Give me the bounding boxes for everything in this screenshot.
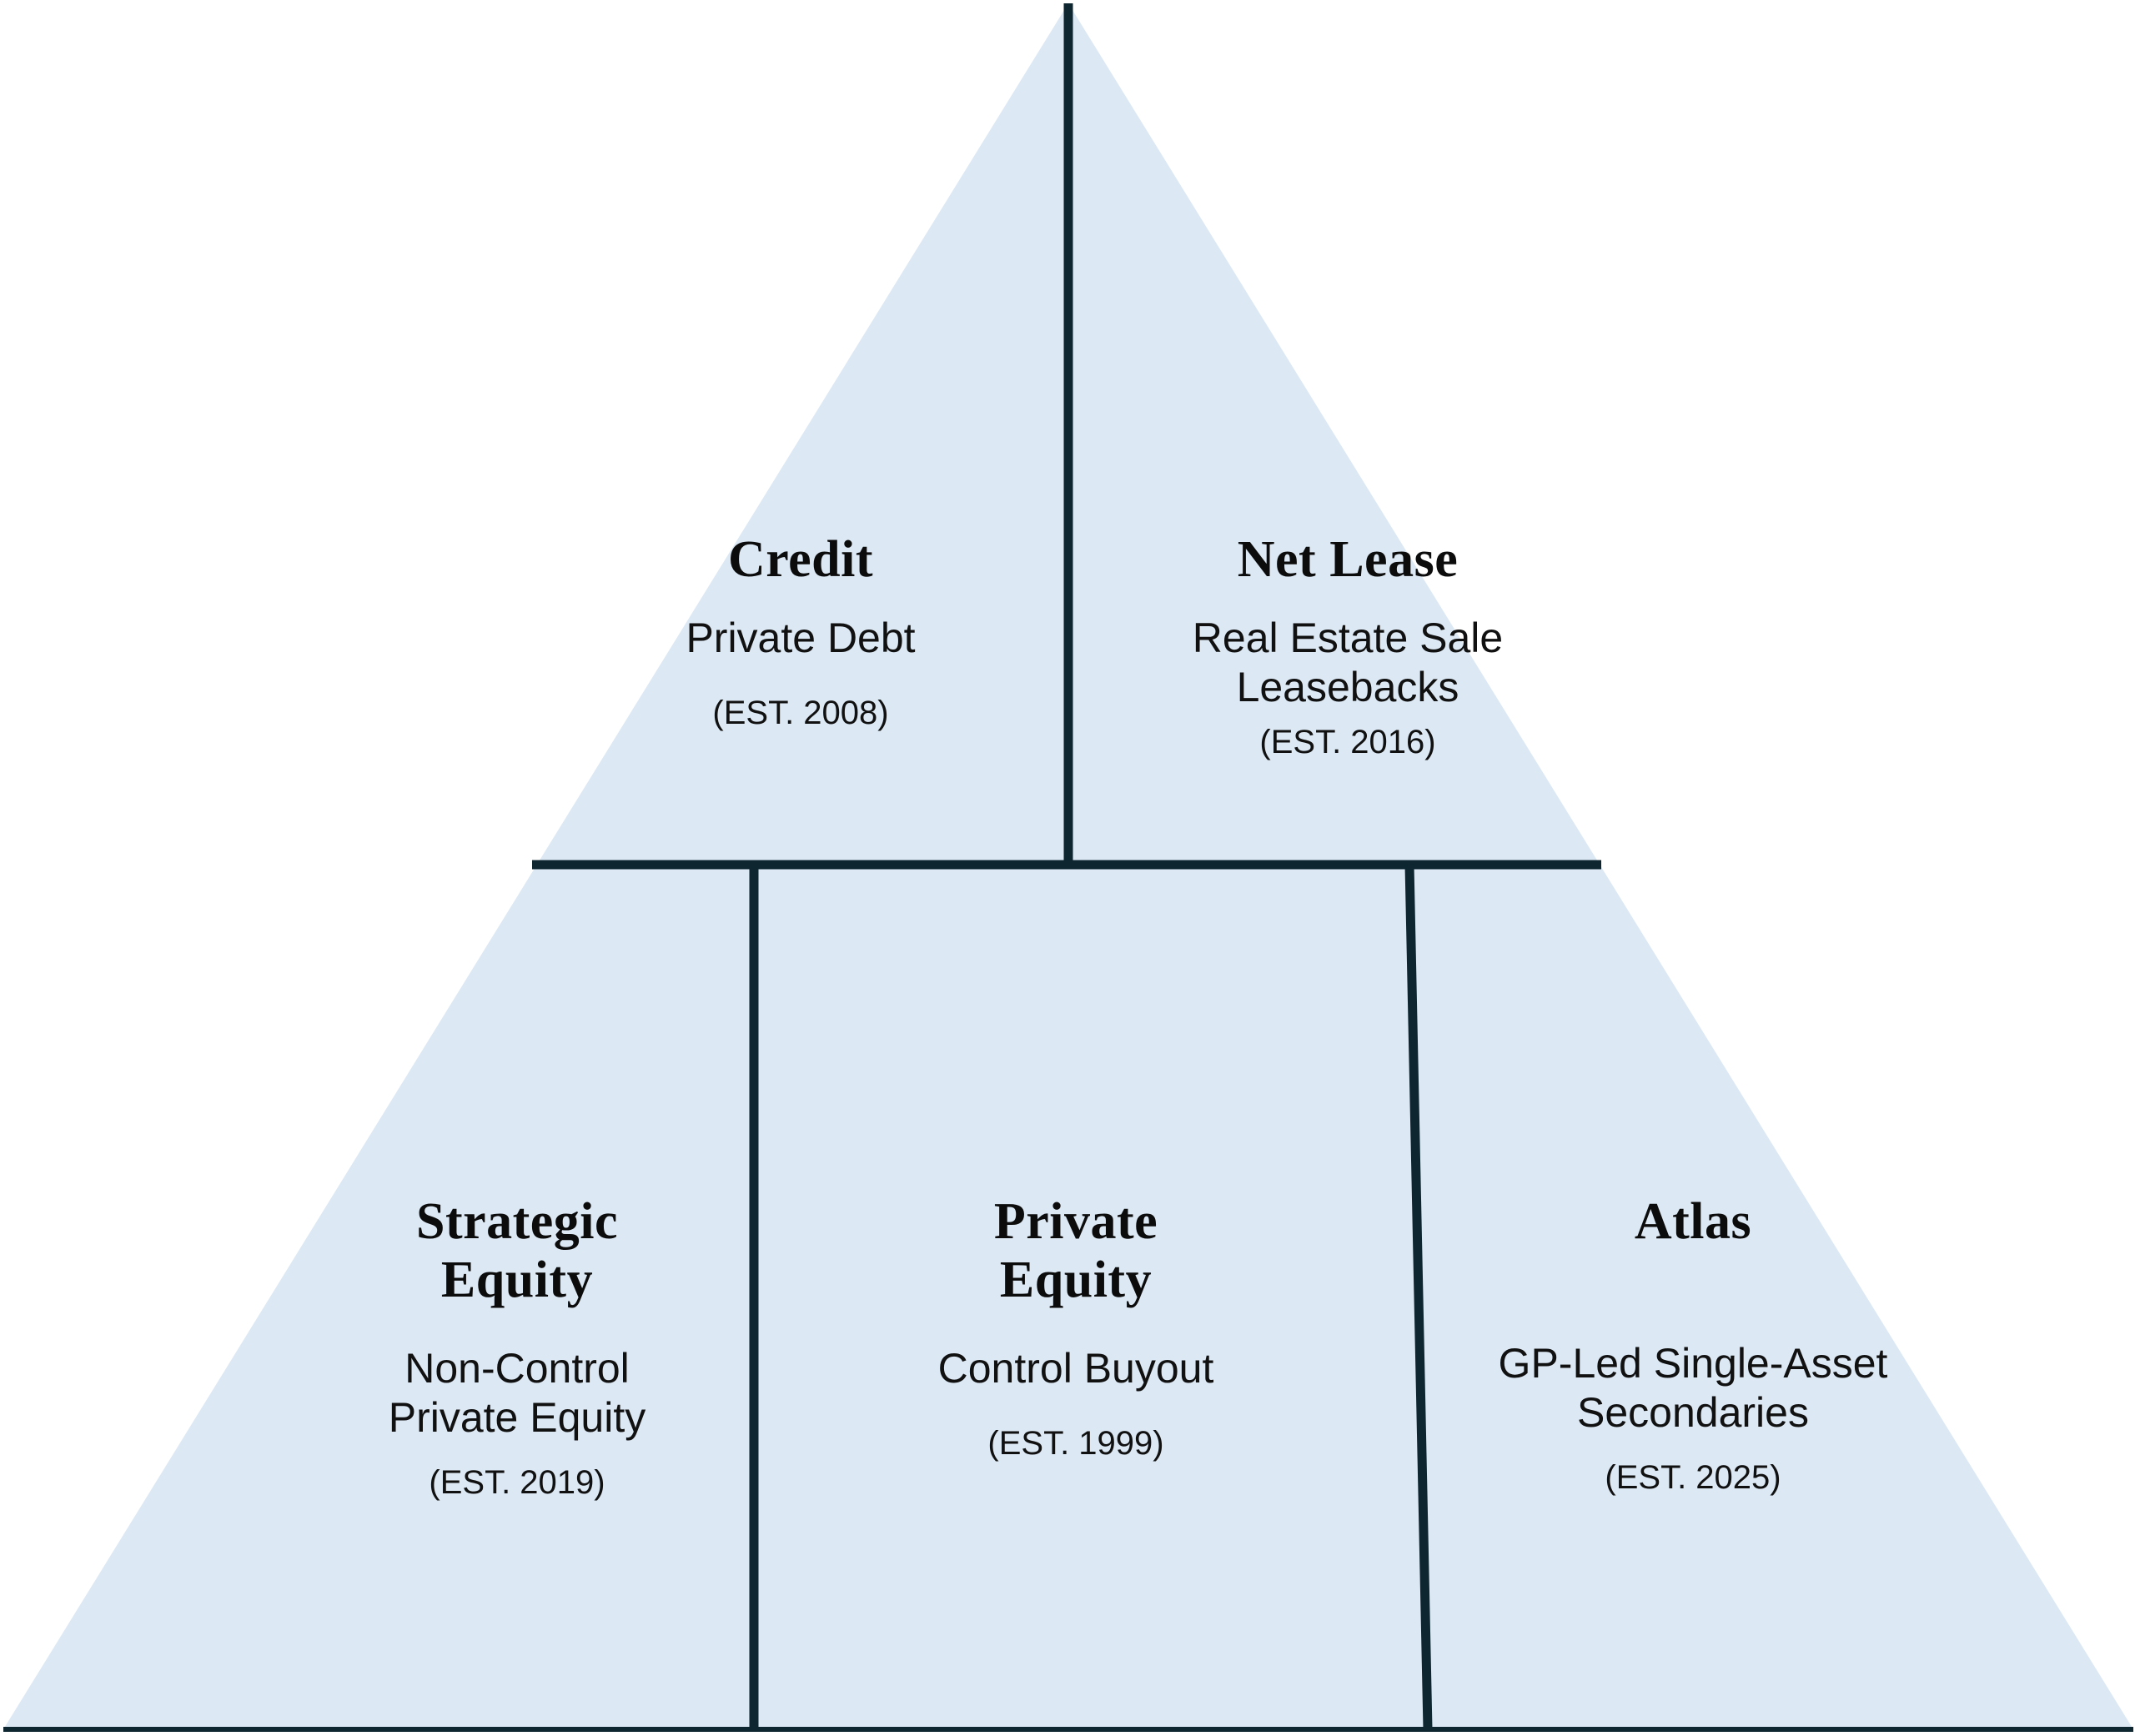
- divider-private-atlas: [1404, 864, 1433, 1730]
